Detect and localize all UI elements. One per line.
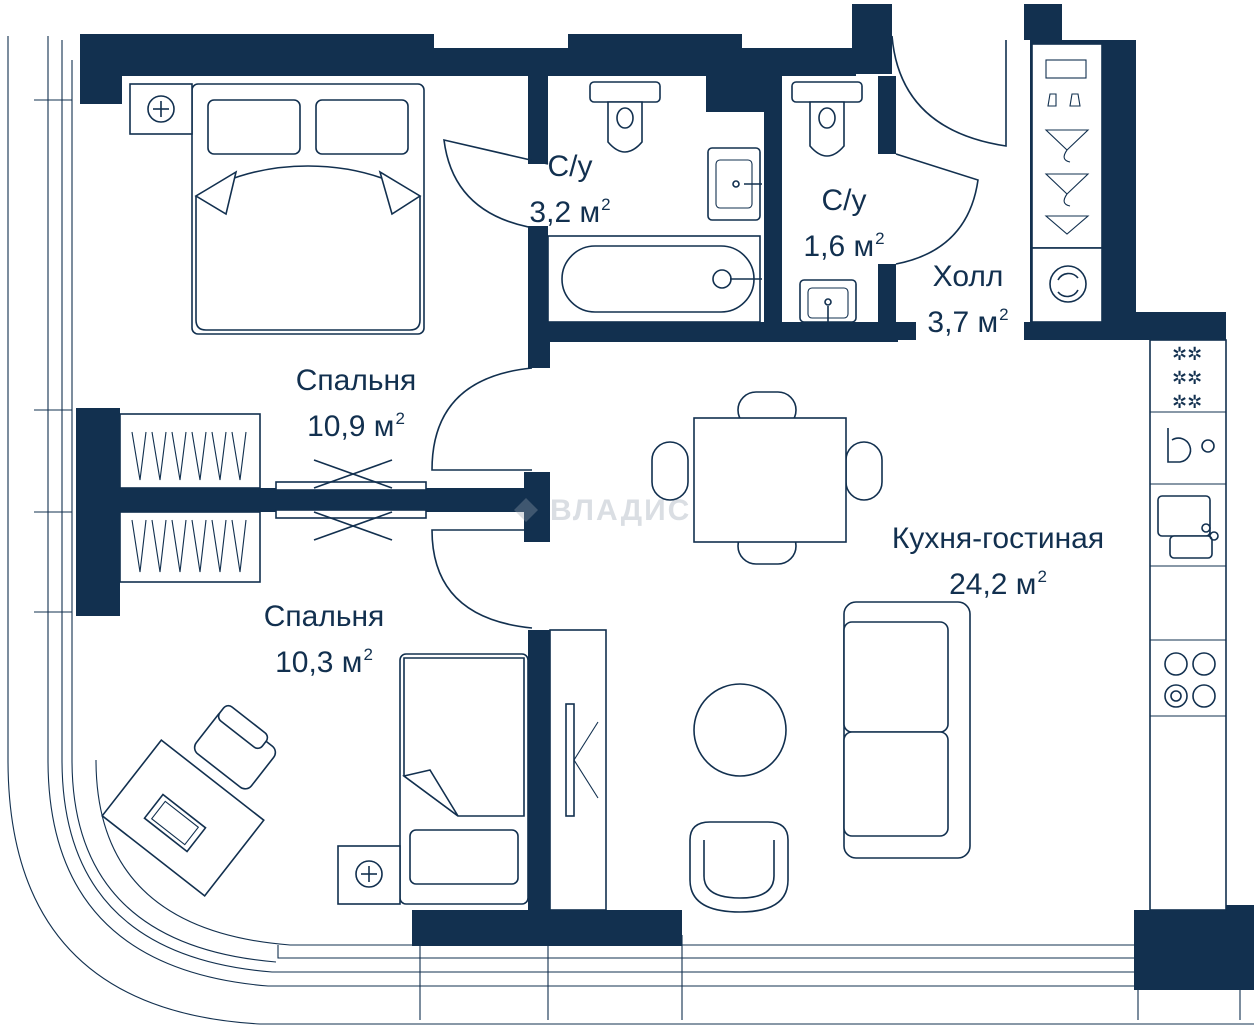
kitchen-counter: ✲✲ ✲✲ ✲✲	[1149, 339, 1227, 911]
stove-icon	[1164, 652, 1216, 708]
room-area: 10,3 м2	[275, 645, 373, 679]
washing-machine-icon	[1049, 265, 1087, 303]
room-area: 3,7 м2	[927, 305, 1009, 339]
room-label-bedroom1: Спальня 10,9 м2	[256, 362, 456, 446]
wardrobe-icon	[549, 629, 607, 911]
bed-icon	[191, 83, 425, 335]
room-name: С/у	[821, 184, 867, 217]
svg-text:✲✲: ✲✲	[1172, 392, 1202, 413]
kitchen-sink-icon	[1157, 495, 1219, 559]
room-label-bedroom2: Спальня 10,3 м2	[224, 598, 424, 682]
toilet-icon	[791, 81, 863, 157]
watermark-text: ВЛАДИС	[550, 494, 692, 527]
dining-table-icon	[651, 391, 883, 565]
sink-icon	[707, 147, 762, 221]
room-area: 3,2 м2	[529, 195, 611, 229]
brand-logo-icon	[514, 498, 538, 522]
sofa-icon	[843, 601, 971, 859]
svg-text:✲✲: ✲✲	[1172, 344, 1202, 365]
room-name: Кухня-гостиная	[891, 522, 1105, 555]
wardrobe-icon	[119, 413, 261, 583]
room-area: 24,2 м2	[949, 567, 1047, 601]
room-name: Спальня	[295, 364, 417, 397]
room-label-bathroom2: С/у 1,6 м2	[774, 182, 914, 266]
armchair-icon	[689, 821, 789, 913]
nightstand-icon	[129, 83, 193, 135]
room-name: С/у	[547, 150, 593, 183]
room-name: Спальня	[263, 600, 385, 633]
bed-icon	[399, 653, 529, 905]
room-label-hall: Холл 3,7 м2	[898, 258, 1038, 342]
facade-outline	[7, 36, 1254, 1025]
round-table-icon	[693, 683, 787, 777]
sliding-door[interactable]	[275, 459, 427, 541]
laptop-icon	[143, 793, 207, 853]
watermark: ВЛАДИС	[512, 494, 691, 528]
room-area: 1,6 м2	[803, 229, 885, 263]
room-name: Холл	[932, 260, 1004, 293]
nightstand-icon	[337, 845, 401, 905]
room-label-kitchen-living: Кухня-гостиная 24,2 м2	[848, 520, 1148, 604]
room-area: 10,9 м2	[307, 409, 405, 443]
wardrobe-icon	[1031, 43, 1103, 323]
office-chair-icon	[193, 704, 277, 790]
doors[interactable]	[431, 35, 1007, 629]
toilet-icon	[589, 81, 661, 153]
bathtub-icon	[547, 235, 762, 323]
sink-icon	[799, 279, 857, 324]
svg-text:✲✲: ✲✲	[1172, 368, 1202, 389]
room-label-bathroom1: С/у 3,2 м2	[500, 148, 640, 232]
